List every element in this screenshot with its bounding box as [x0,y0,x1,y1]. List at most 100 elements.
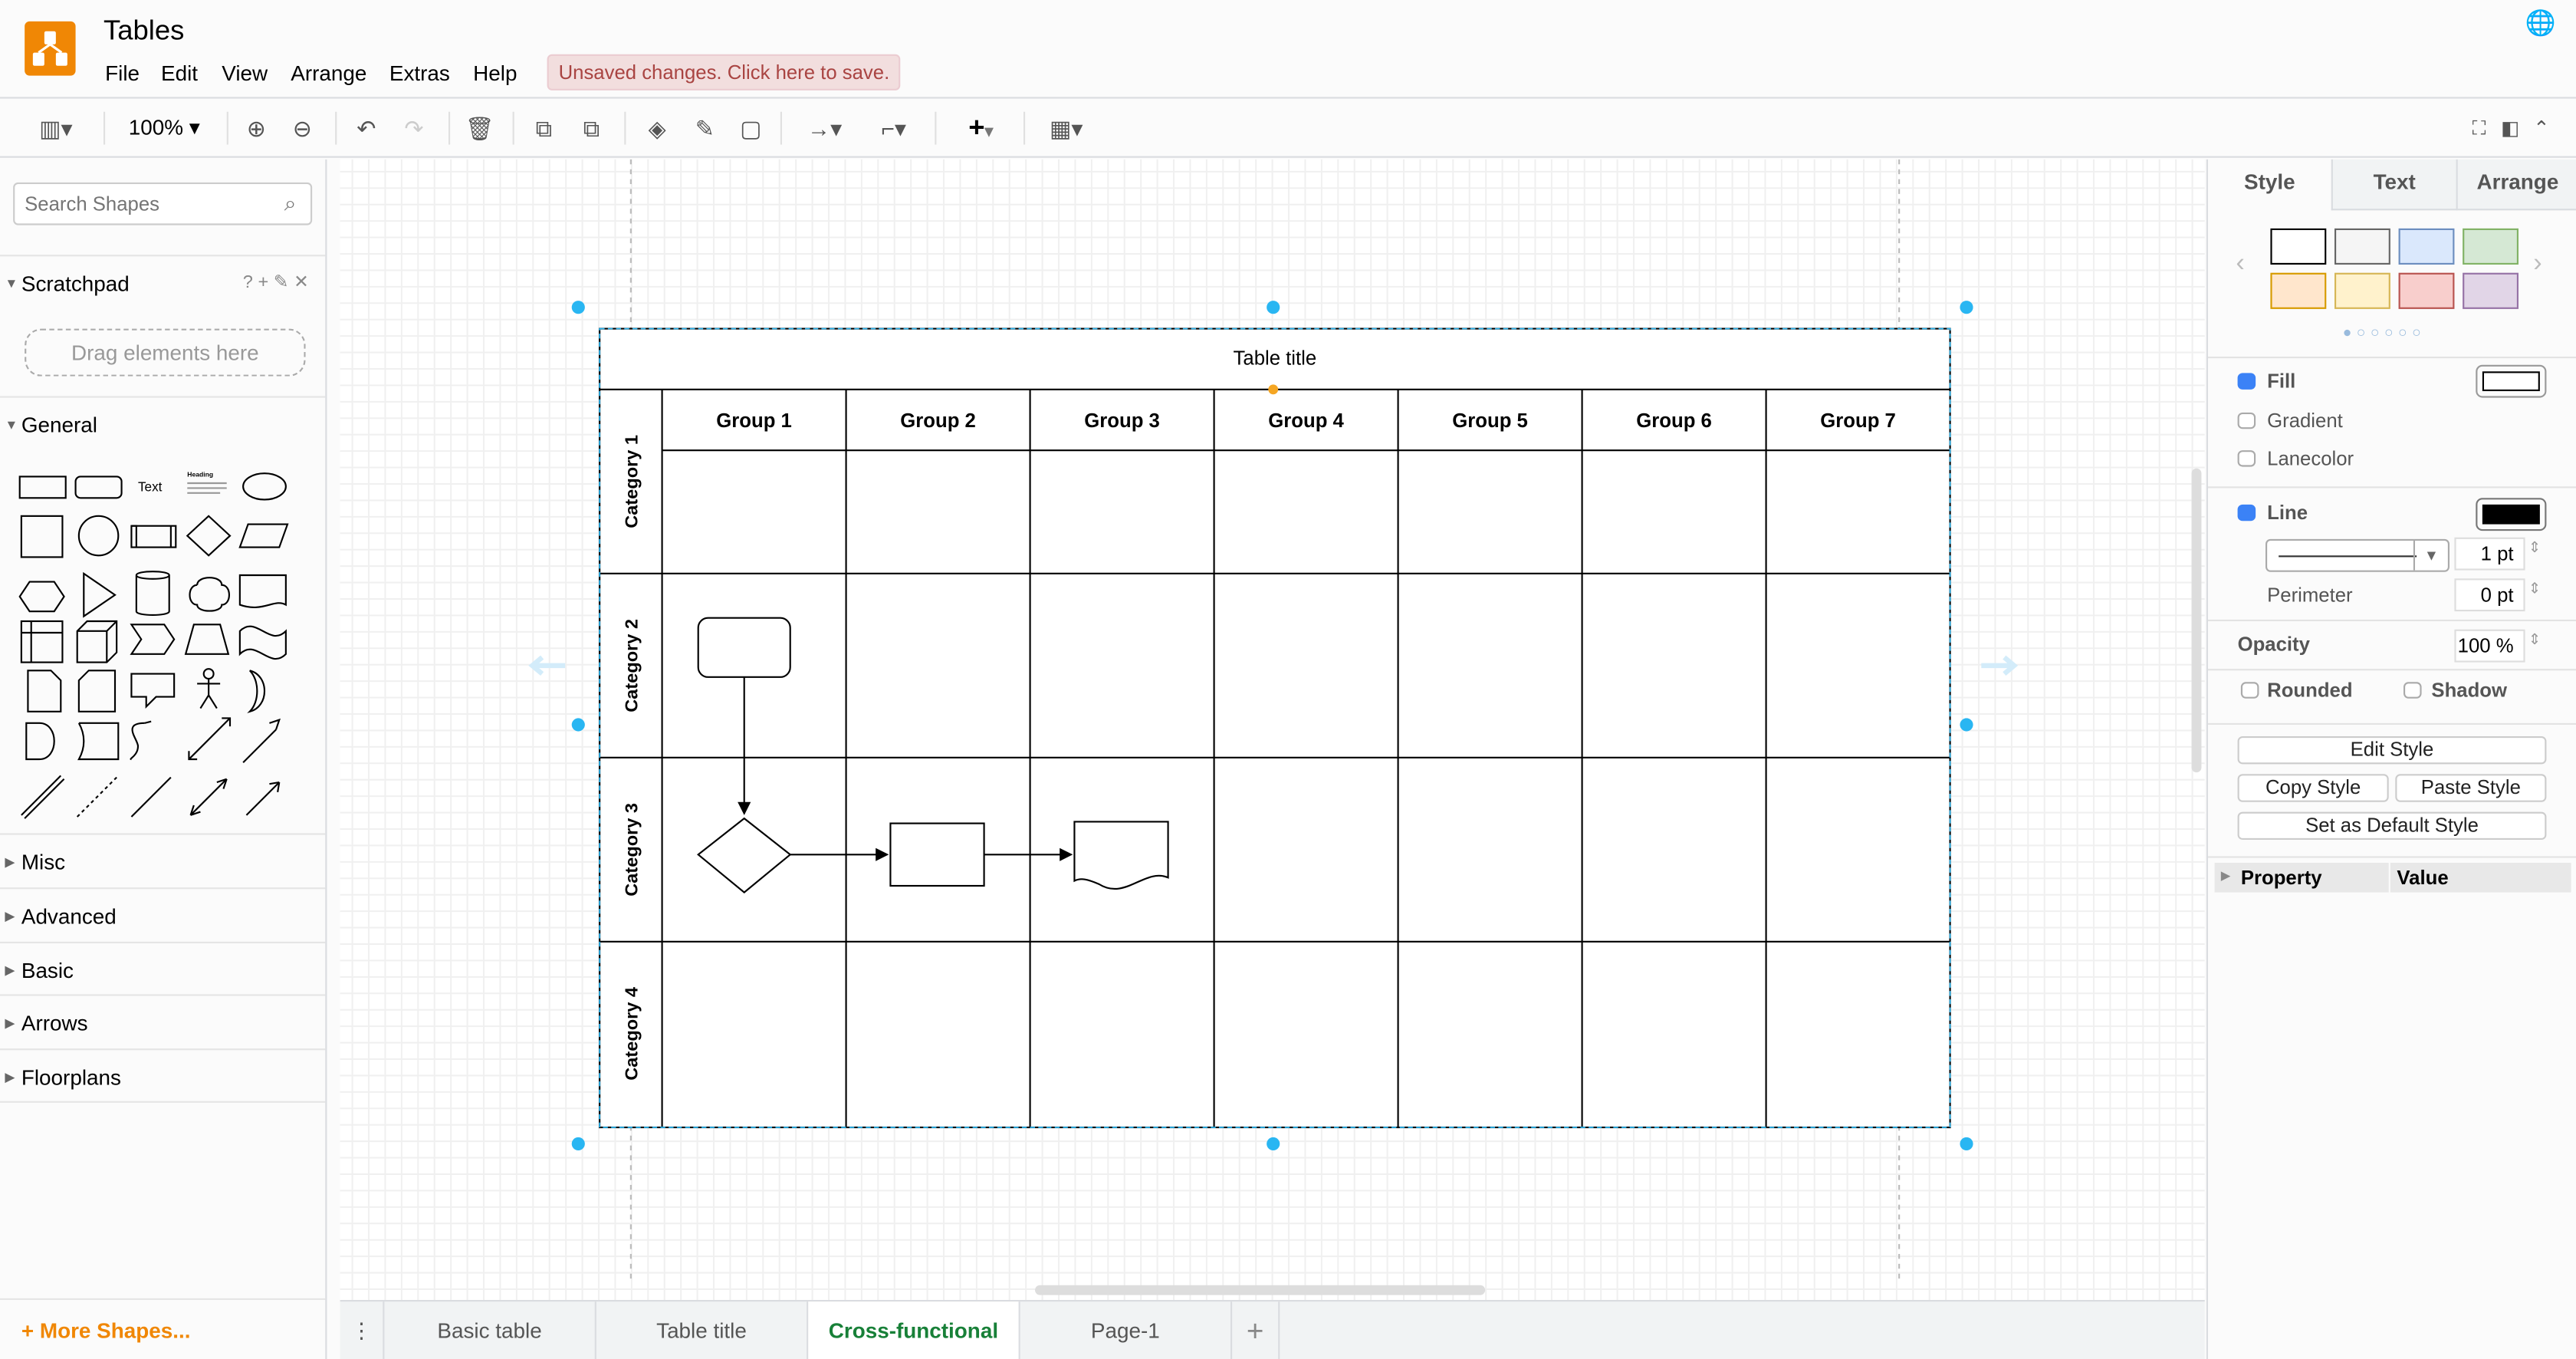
group-header[interactable]: Group 3 [1084,410,1160,432]
fill-color-button[interactable] [2476,364,2547,398]
menu-view[interactable]: View [222,61,268,86]
menu-arrange[interactable]: Arrange [291,61,367,86]
fill-checkbox[interactable] [2237,373,2256,390]
style-swatch[interactable] [2398,228,2455,265]
opacity-stepper[interactable]: ⇕ [2528,630,2542,648]
toggle-panel-icon[interactable]: ◧ [2501,117,2520,140]
rounded-rectangle-shape[interactable] [697,617,791,678]
to-front-icon[interactable]: ⧉ [535,115,552,142]
set-default-style-button[interactable]: Set as Default Style [2237,811,2547,840]
zoom-out-icon[interactable]: ⊖ [292,115,312,142]
undo-icon[interactable]: ↶ [356,115,376,142]
cross-functional-table[interactable] [599,327,1951,1129]
line-color-button[interactable] [2476,498,2547,531]
section-basic[interactable]: ▶Basic [0,941,326,996]
category-lane-label[interactable]: Category 3 [621,803,641,897]
group-header[interactable]: Group 2 [900,410,976,432]
clone-arrows[interactable] [528,655,2019,676]
tab-style[interactable]: Style [2208,159,2331,211]
insert-icon[interactable]: +▾ [968,111,994,143]
shadow-icon[interactable]: ▢ [740,115,762,142]
tab-arrange[interactable]: Arrange [2456,159,2576,211]
section-general[interactable]: ▼General [0,396,326,450]
page-tab[interactable]: Table title [596,1301,809,1359]
delete-icon[interactable]: 🗑 [465,115,495,142]
category-lane-label[interactable]: Category 2 [621,619,641,712]
style-swatch[interactable] [2270,228,2327,265]
more-shapes-button[interactable]: + More Shapes... [21,1318,191,1343]
paste-style-button[interactable]: Paste Style [2395,774,2547,802]
selection-handles[interactable] [571,301,1973,1150]
line-width-stepper[interactable]: ⇕ [2528,538,2542,556]
section-floorplans[interactable]: ▶Floorplans [0,1048,326,1103]
document-title[interactable]: Tables [104,15,185,46]
add-page-button[interactable]: + [1232,1301,1280,1359]
page-tab[interactable]: Basic table [384,1301,596,1359]
edit-style-button[interactable]: Edit Style [2237,736,2547,765]
style-swatch[interactable] [2398,272,2455,309]
pages-menu-icon[interactable]: ⋮ [340,1301,385,1359]
tab-text[interactable]: Text [2331,159,2456,211]
style-swatch[interactable] [2463,272,2518,309]
menu-file[interactable]: File [105,61,140,86]
chevron-right-icon[interactable]: › [2533,249,2542,278]
connection-style-icon[interactable]: →▾ [807,115,843,142]
connector-arrows[interactable] [738,676,1073,861]
section-arrows[interactable]: ▶Arrows [0,994,326,1048]
page-tab[interactable]: Cross-functional [808,1301,1020,1359]
line-checkbox[interactable] [2237,504,2256,522]
style-swatch[interactable] [2270,272,2327,309]
format-panel-toggle-icon[interactable]: ▥▾ [39,115,73,142]
menu-extras[interactable]: Extras [389,61,450,86]
menu-edit[interactable]: Edit [161,61,199,86]
document-shape[interactable] [1073,821,1169,890]
shadow-checkbox[interactable] [2404,682,2422,699]
unsaved-changes-button[interactable]: Unsaved changes. Click here to save. [547,54,902,90]
page-tab[interactable]: Page-1 [1020,1301,1233,1359]
horizontal-scrollbar[interactable] [1035,1285,1486,1295]
group-header[interactable]: Group 4 [1268,410,1344,432]
zoom-select[interactable]: 100% ▾ [128,115,200,140]
style-swatch[interactable] [2463,228,2518,265]
search-icon[interactable]: ⌕ [284,190,297,216]
section-scratchpad[interactable]: ▼Scratchpad ? + ✎ ✕ [0,255,326,309]
category-lane-label[interactable]: Category 1 [621,435,641,528]
fill-color-icon[interactable]: ◈ [648,115,666,142]
menu-help[interactable]: Help [473,61,518,86]
perimeter-input[interactable]: 0 pt [2454,578,2525,612]
fullscreen-icon[interactable]: ⛶ [2472,117,2486,140]
section-misc[interactable]: ▶Misc [0,833,326,887]
copy-style-button[interactable]: Copy Style [2237,774,2389,802]
collapse-icon[interactable]: ⌃ [2533,117,2550,140]
lanecolor-checkbox[interactable] [2237,450,2256,467]
opacity-input[interactable]: 100 % [2454,629,2525,663]
property-column-header[interactable]: ▶Property [2214,863,2389,893]
group-header[interactable]: Group 1 [716,410,792,432]
gradient-checkbox[interactable] [2237,412,2256,429]
line-pattern-select[interactable]: ▼ [2266,538,2450,572]
vertical-scrollbar[interactable] [2191,468,2202,773]
language-globe-icon[interactable]: 🌐 [2525,9,2556,38]
style-swatch[interactable] [2334,272,2390,309]
category-lane-label[interactable]: Category 4 [621,987,641,1081]
waypoints-icon[interactable]: ⌐▾ [881,115,906,142]
scratchpad-drop-zone[interactable]: Drag elements here [25,328,306,377]
general-shapes-palette[interactable]: Text Heading [0,450,325,837]
table-resize-handle[interactable] [1268,384,1279,395]
search-shapes-input[interactable] [13,182,313,225]
to-back-icon[interactable]: ⧉ [583,115,600,142]
scratchpad-actions-icon[interactable]: ? + ✎ ✕ [242,272,309,293]
table-icon[interactable]: ▦▾ [1049,115,1083,142]
redo-icon[interactable]: ↷ [404,115,424,142]
chevron-left-icon[interactable]: ‹ [2236,249,2245,278]
group-header[interactable]: Group 6 [1636,410,1712,432]
perimeter-stepper[interactable]: ⇕ [2528,580,2542,597]
rounded-checkbox[interactable] [2240,682,2259,699]
group-header[interactable]: Group 7 [1820,410,1896,432]
decision-diamond-shape[interactable] [697,817,792,893]
style-swatch[interactable] [2334,228,2390,265]
table-title[interactable]: Table title [1234,348,1317,370]
zoom-in-icon[interactable]: ⊕ [246,115,266,142]
process-rectangle-shape[interactable] [889,822,985,887]
line-color-icon[interactable]: ✎ [695,115,715,142]
